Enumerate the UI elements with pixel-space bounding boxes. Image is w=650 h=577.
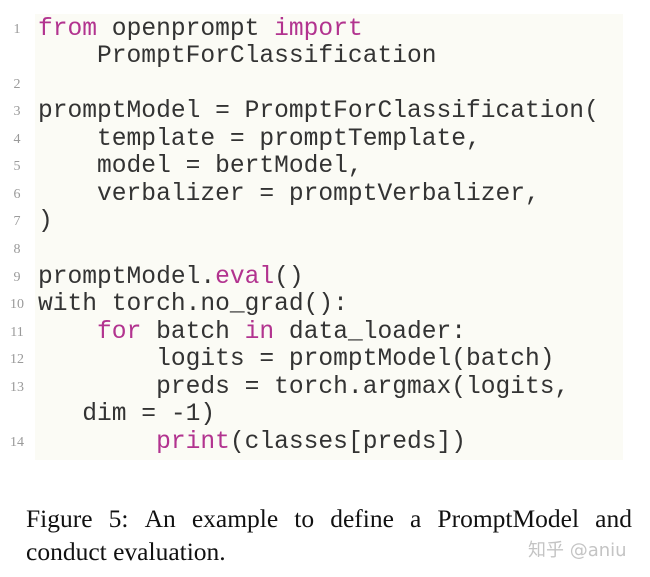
line-code-text: preds = torch.argmax(logits, <box>38 374 569 402</box>
code-line: 4 template = promptTemplate, <box>0 126 650 154</box>
code-token: promptModel. <box>38 264 216 291</box>
code-token: (classes[preds]) <box>229 429 467 456</box>
line-code-text: PromptForClassification <box>38 43 436 71</box>
code-line: 14 print(classes[preds]) <box>0 429 650 457</box>
caption-word: to <box>294 504 315 533</box>
code-listing-background <box>35 14 623 460</box>
code-line: 7) <box>0 208 650 236</box>
line-code-text: with torch.no_grad(): <box>38 291 348 319</box>
line-code-text: ) <box>38 208 53 236</box>
code-line: 12 logits = promptModel(batch) <box>0 346 650 374</box>
line-code-text: from openprompt import <box>38 16 363 44</box>
code-line: 10 with torch.no_grad(): <box>0 291 650 319</box>
code-token: template = promptTemplate, <box>38 126 481 153</box>
code-keyword: for <box>97 319 142 346</box>
code-token: promptModel = PromptForClassification( <box>38 98 599 125</box>
caption-line-2: conduct evaluation. <box>26 537 226 566</box>
line-number: 6 <box>13 187 21 202</box>
line-code-text: model = bertModel, <box>38 153 363 181</box>
code-line: 8 <box>0 236 650 264</box>
code-token: preds = torch.argmax(logits, <box>38 374 570 401</box>
code-line: 2 <box>0 71 650 99</box>
code-token: model = bertModel, <box>38 153 363 180</box>
code-token <box>38 319 97 346</box>
code-line: PromptForClassification <box>0 43 650 71</box>
line-number: 8 <box>13 242 21 257</box>
line-number: 1 <box>13 22 21 37</box>
zhihu-watermark: 知乎 @aniu <box>528 540 627 561</box>
code-keyword: import <box>274 16 363 43</box>
code-keyword: from <box>38 16 98 43</box>
caption-word: 5: <box>108 504 129 533</box>
line-number: 13 <box>10 380 24 395</box>
caption-word: Figure <box>26 504 93 533</box>
line-code-text: verbalizer = promptVerbalizer, <box>38 181 540 209</box>
code-token: dim = -1) <box>38 401 216 428</box>
line-number: 14 <box>10 435 24 450</box>
line-code-text: dim = -1) <box>38 401 215 429</box>
caption-word: a <box>410 504 422 533</box>
code-token: data_loader: <box>274 319 467 346</box>
line-code-text: promptModel.eval() <box>38 264 304 292</box>
code-line: 13 preds = torch.argmax(logits, <box>0 374 650 402</box>
caption-word: An <box>144 504 176 533</box>
line-number: 10 <box>10 297 24 312</box>
caption-word: define <box>330 504 394 533</box>
code-line: 5 model = bertModel, <box>0 153 650 181</box>
code-keyword: print <box>156 429 230 456</box>
line-number: 2 <box>13 77 21 92</box>
line-code-text: print(classes[preds]) <box>38 429 466 457</box>
line-code-text: for batch in data_loader: <box>38 319 466 347</box>
line-number: 11 <box>10 325 24 340</box>
line-code-text: promptModel = PromptForClassification( <box>38 98 599 126</box>
code-token <box>38 429 156 456</box>
line-code-text: logits = promptModel(batch) <box>38 346 555 374</box>
caption-word: PromptModel <box>437 504 580 533</box>
code-token: ) <box>38 208 53 235</box>
line-number: 12 <box>10 352 24 367</box>
code-line: 1 from openprompt import <box>0 16 650 44</box>
code-line: 3 promptModel = PromptForClassification( <box>0 98 650 126</box>
code-token: () <box>274 264 304 291</box>
line-code-text: template = promptTemplate, <box>38 126 481 154</box>
caption-word: example <box>191 504 279 533</box>
line-number: 9 <box>13 270 21 285</box>
caption-word: and <box>595 504 632 533</box>
code-keyword: in <box>244 319 275 346</box>
line-number: 4 <box>13 132 21 147</box>
code-keyword: eval <box>215 264 275 291</box>
code-token: PromptForClassification <box>38 43 437 70</box>
code-line: 11 for batch in data_loader: <box>0 319 650 347</box>
code-line: 9 promptModel.eval() <box>0 264 650 292</box>
line-number: 7 <box>13 214 21 229</box>
code-token: batch <box>141 319 245 346</box>
code-token: openprompt <box>97 16 275 43</box>
line-number: 5 <box>13 159 21 174</box>
line-number: 3 <box>13 104 21 119</box>
code-token: verbalizer = promptVerbalizer, <box>38 181 540 208</box>
code-token: logits = promptModel(batch) <box>38 346 555 373</box>
code-token: with torch.no_grad(): <box>38 291 348 318</box>
code-line: dim = -1) <box>0 401 650 429</box>
code-line: 6 verbalizer = promptVerbalizer, <box>0 181 650 209</box>
